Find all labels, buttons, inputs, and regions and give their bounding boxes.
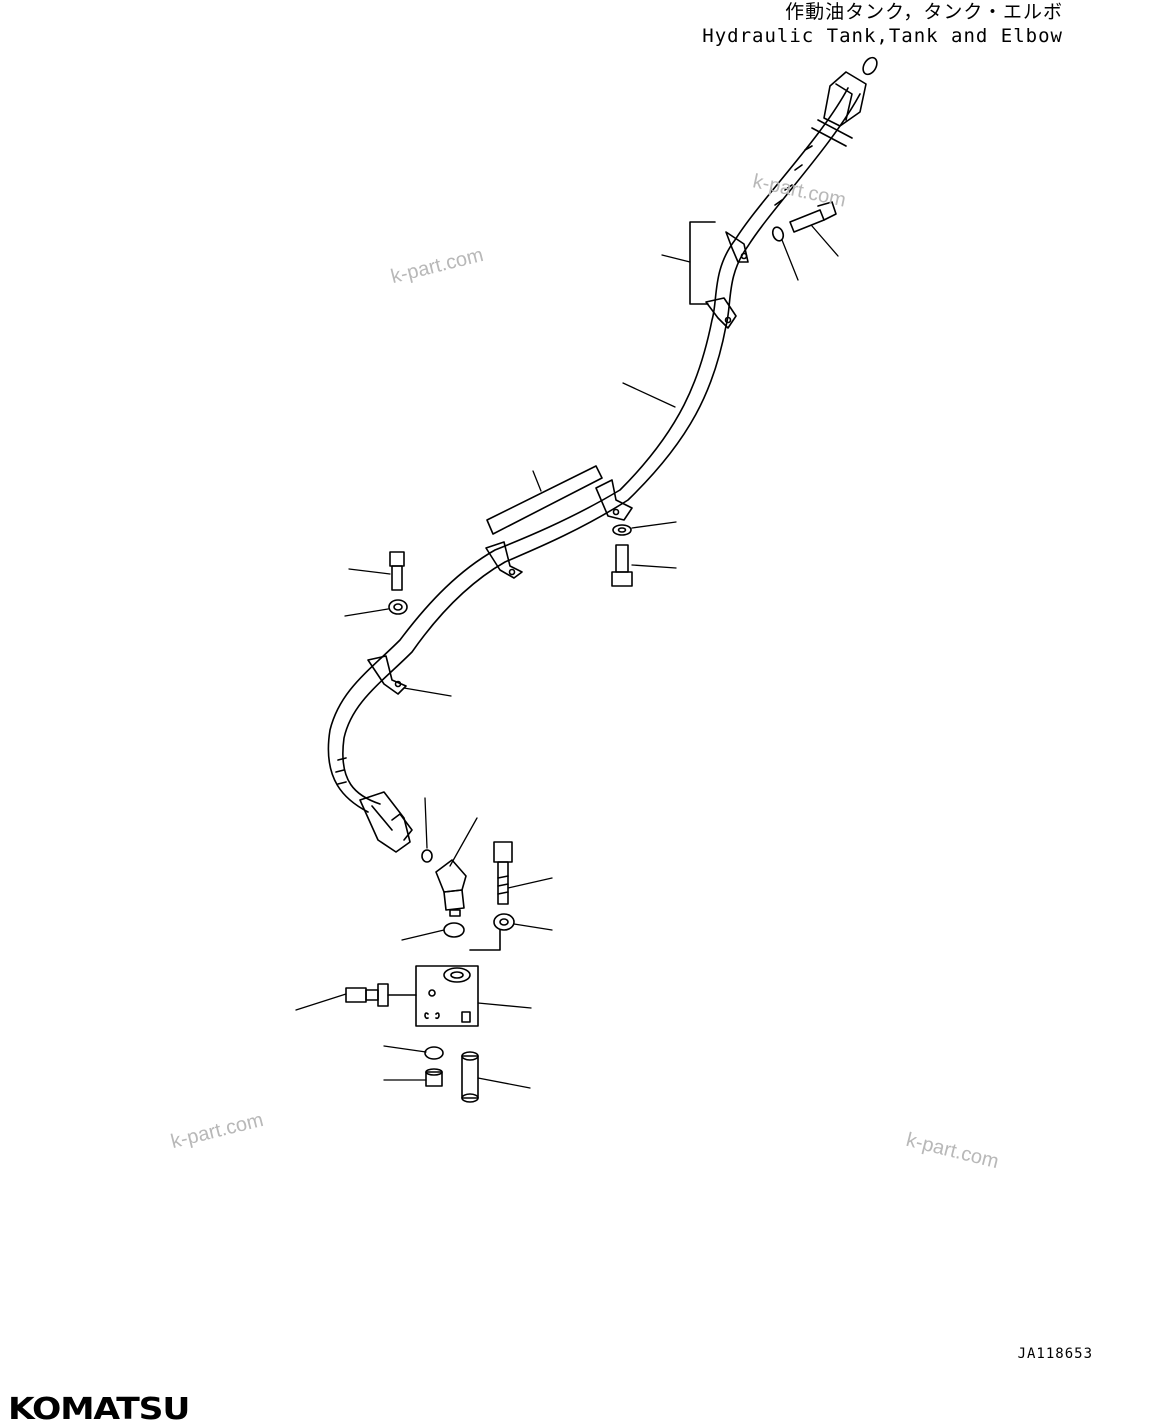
washer bbox=[493, 913, 515, 931]
washer bbox=[612, 524, 632, 536]
clamp bbox=[725, 231, 749, 263]
bolt bbox=[789, 201, 837, 233]
valve-block bbox=[415, 929, 501, 1027]
sensor-plug bbox=[345, 983, 417, 1007]
clamp bbox=[367, 655, 407, 695]
title-english: Hydraulic Tank,Tank and Elbow bbox=[702, 25, 1063, 47]
drawing-id: JA118653 bbox=[1017, 1346, 1093, 1362]
clamp bbox=[705, 297, 737, 329]
washer bbox=[771, 226, 785, 242]
bottom-hose-fitting bbox=[359, 791, 413, 853]
komatsu-logo: KOMATSU bbox=[8, 1392, 190, 1427]
clamp bbox=[595, 479, 633, 521]
bolt bbox=[611, 544, 633, 587]
long-bolt bbox=[493, 841, 513, 905]
plug bbox=[425, 1068, 443, 1087]
leader-lines bbox=[295, 225, 839, 1089]
elbow-fitting bbox=[435, 859, 467, 917]
title-japanese: 作動油タンク，タンク・エルボ bbox=[785, 1, 1063, 23]
protector-plate-middle bbox=[486, 465, 603, 535]
o-ring bbox=[424, 1046, 444, 1060]
clamp bbox=[485, 541, 523, 579]
protector-plate-upper bbox=[689, 221, 716, 305]
hydraulic-hose bbox=[327, 87, 861, 813]
top-hose-fitting bbox=[811, 56, 878, 147]
diagram-title: 作動油タンク，タンク・エルボ Hydraulic Tank,Tank and E… bbox=[702, 0, 1063, 48]
o-ring bbox=[421, 849, 433, 863]
bolt bbox=[389, 551, 405, 591]
washer bbox=[388, 599, 408, 615]
o-ring bbox=[443, 922, 465, 938]
pin bbox=[461, 1051, 479, 1103]
